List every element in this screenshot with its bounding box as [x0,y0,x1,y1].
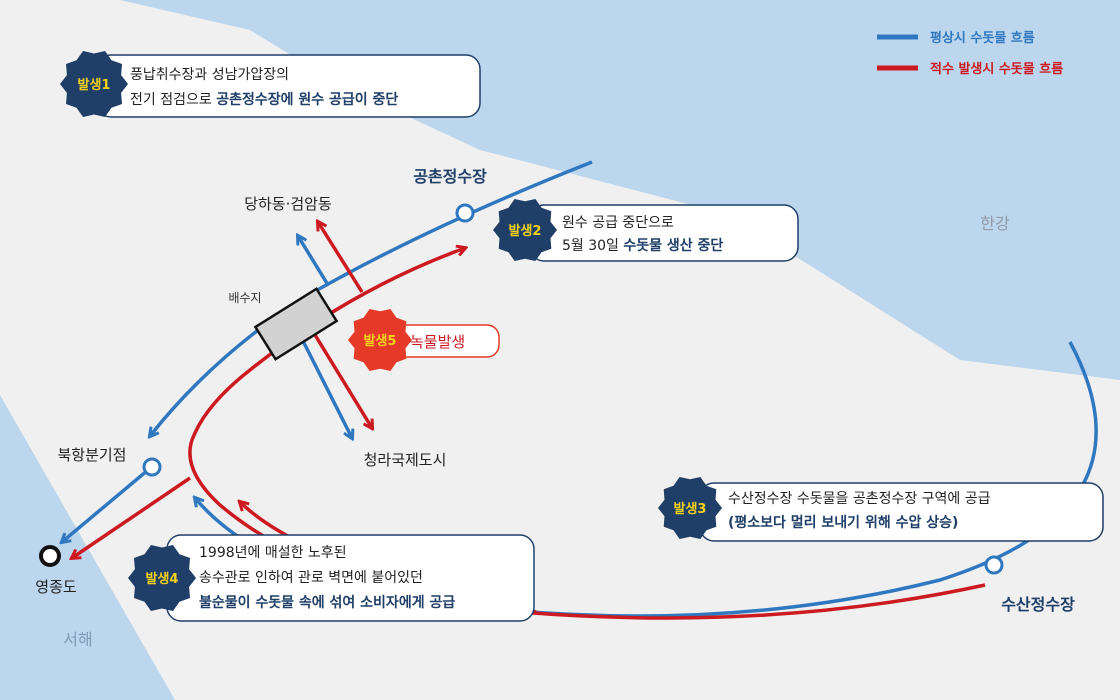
event4-line1: 1998년에 매설한 노후된 [199,545,347,561]
event4-callout: 1998년에 매설한 노후된 송수관로 인하여 관로 벽면에 붙어있던 불순물이… [128,534,535,622]
event5-label: 녹물발생 [410,333,465,351]
gongchon-node [455,203,475,223]
legend-normal-label: 평상시 수돗물 흐름 [930,30,1035,46]
danghadong-label: 당하동·검암동 [244,195,332,213]
event5-callout: 녹물발생 발생5 [348,309,500,371]
event4-line2: 송수관로 인하여 관로 벽면에 붙어있던 [199,570,423,586]
event5-badge [348,309,412,371]
event3-badge-text: 발생3 [674,501,707,517]
reservoir-label: 배수지 [228,291,261,305]
event2-callout: 원수 공급 중단으로 5월 30일 수돗물 생산 중단 발생2 [493,199,799,262]
susan-node [984,555,1004,575]
event3-line2: (평소보다 멀리 보내기 위해 수압 상승) [728,514,958,531]
west-sea-label: 서해 [63,630,92,649]
event3-line1: 수산정수장 수돗물을 공촌정수장 구역에 공급 [728,491,991,507]
event3-badge [658,477,722,539]
yeongjongdo-node [39,545,61,567]
event1-badge-text: 발생1 [78,77,111,93]
normal-branch-dangha [298,236,330,286]
event2-line2: 5월 30일 수돗물 생산 중단 [562,237,723,254]
event1-badge [60,51,128,117]
bukhang-label: 북항분기점 [57,446,126,464]
reservoir-box [253,287,339,361]
legend-reverse-label: 적수 발생시 수돗물 흐름 [930,61,1063,77]
cheongna-label: 청라국제도시 [364,451,447,469]
susan-label: 수산정수장 [1001,595,1075,614]
han-river-label: 한강 [980,214,1010,233]
event2-line1: 원수 공급 중단으로 [562,215,674,231]
normal-yeongjong-pipe [62,468,150,542]
event3-callout: 수산정수장 수돗물을 공촌정수장 구역에 공급 (평소보다 멀리 보내기 위해 … [658,477,1104,542]
reverse-branch-dangha [318,222,364,293]
event2-badge-text: 발생2 [509,223,542,239]
normal-branch-cheongna [298,334,352,438]
yeongjongdo-label: 영종도 [35,578,77,596]
event1-callout: 풍납취수장과 성남가압장의 전기 점검으로 공촌정수장에 원수 공급이 중단 발… [60,51,481,118]
han-river-area [0,0,1120,380]
reverse-yeongjong-pipe [72,476,191,558]
event1-line1: 풍납취수장과 성남가압장의 [130,67,289,83]
event4-line3: 불순물이 수돗물 속에 섞여 소비자에게 공급 [199,594,455,611]
event4-badge [128,545,196,611]
bukhang-node [142,457,162,477]
event1-line2: 전기 점검으로 공촌정수장에 원수 공급이 중단 [130,91,398,108]
event2-badge [493,199,557,261]
reverse-branch-cheongna [310,329,372,428]
gongchon-label: 공촌정수장 [413,167,487,186]
event5-badge-text: 발생5 [364,333,397,349]
event4-badge-text: 발생4 [146,571,179,587]
